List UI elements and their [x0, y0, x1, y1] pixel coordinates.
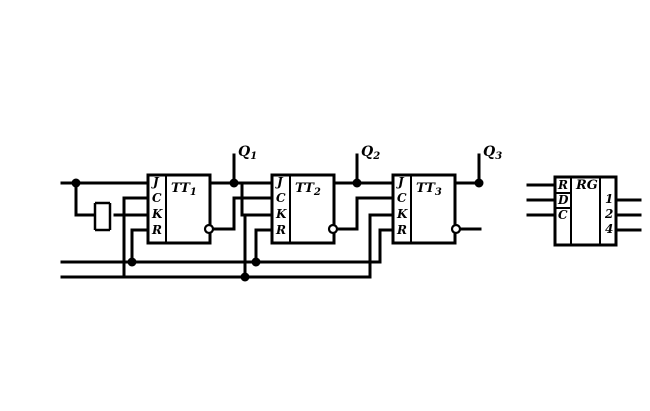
- inverted-output-bubble: [450, 223, 462, 235]
- pin-j: J: [151, 175, 160, 189]
- flipflop-3: J C K R TT3: [391, 173, 462, 245]
- output-q2-label: Q2: [361, 144, 380, 162]
- output-labels: Q1 Q2 Q3: [238, 144, 502, 162]
- register-output-1: 1: [605, 192, 613, 206]
- flipflop-2: J C K R TT2: [270, 173, 339, 245]
- pin-r: R: [151, 223, 162, 237]
- junction-q2: [352, 178, 362, 188]
- junction-bus2-ff2: [240, 272, 250, 282]
- output-q3-label: Q3: [483, 144, 502, 162]
- register-rg: R D C RG 1 2 4: [553, 175, 618, 247]
- pin-k: K: [151, 207, 163, 221]
- junction-bus1-ff1: [127, 257, 137, 267]
- register-input-d: D: [557, 193, 569, 207]
- flipflop-name: TT1: [171, 181, 197, 198]
- register-name: RG: [575, 178, 598, 193]
- pin-c: C: [152, 191, 162, 205]
- junction-input: [71, 178, 81, 188]
- flipflop-name: TT2: [295, 181, 321, 198]
- register-input-c: C: [558, 208, 568, 222]
- register-input-r: R: [557, 178, 568, 192]
- pin-r: R: [275, 223, 286, 237]
- pin-k: K: [275, 207, 287, 221]
- junction-q1: [229, 178, 239, 188]
- inverted-output-bubble: [203, 223, 215, 235]
- output-q1-label: Q1: [238, 144, 257, 162]
- register-output-4: 4: [605, 222, 613, 236]
- flipflop-1: J C K R TT1: [146, 173, 215, 245]
- register-output-2: 2: [604, 207, 613, 221]
- junction-bus1-ff2: [251, 257, 261, 267]
- inverted-output-bubble: [327, 223, 339, 235]
- pin-k: K: [396, 207, 408, 221]
- pin-j: J: [396, 175, 405, 189]
- pin-c: C: [397, 191, 407, 205]
- wires: [60, 153, 642, 279]
- flipflop-name: TT3: [416, 181, 442, 198]
- junction-dots: [71, 178, 484, 282]
- pin-r: R: [396, 223, 407, 237]
- pin-c: C: [276, 191, 286, 205]
- junction-q3: [474, 178, 484, 188]
- pin-j: J: [275, 175, 284, 189]
